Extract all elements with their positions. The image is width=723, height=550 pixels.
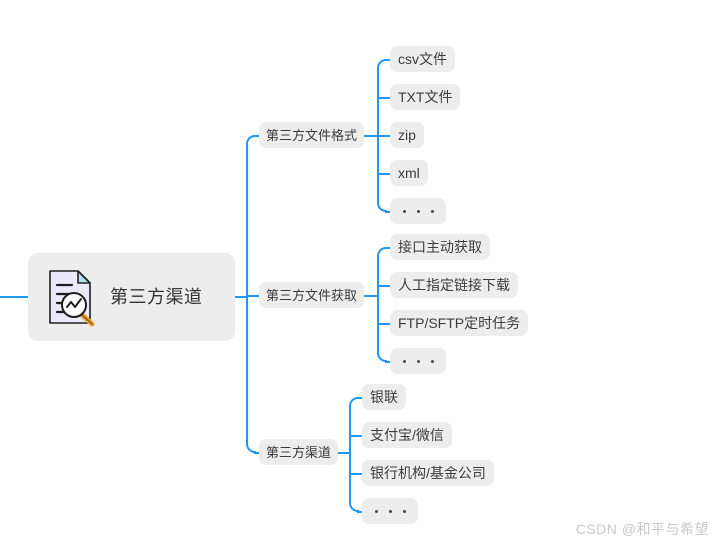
leaf-edge-1-4 <box>377 173 391 175</box>
branch-2-leaf-bracket <box>377 247 387 362</box>
leaf-edge-3-4 <box>357 511 363 513</box>
ellipsis-dot <box>402 359 406 363</box>
leaf-node-2-2-label: 人工指定链接下载 <box>398 277 510 293</box>
branch-node-2-label: 第三方文件获取 <box>266 287 358 303</box>
leaf-node-2-1-label: 接口主动获取 <box>398 239 482 255</box>
branch-3-edge <box>254 452 260 454</box>
leaf-edge-2-4 <box>385 361 391 363</box>
branch-node-2[interactable]: 第三方文件获取 <box>259 282 365 308</box>
leaf-node-2-2[interactable]: 人工指定链接下载 <box>390 272 518 298</box>
document-search-icon <box>42 267 98 327</box>
branch-node-1-label: 第三方文件格式 <box>266 127 358 143</box>
leaf-node-1-4-label: xml <box>398 165 420 181</box>
ellipsis-dot <box>388 509 392 513</box>
branch-1-outgoing-stub <box>360 135 378 137</box>
leaf-node-2-3[interactable]: FTP/SFTP定时任务 <box>390 310 529 336</box>
ellipsis-dot <box>402 209 406 213</box>
leaf-edge-2-2 <box>377 285 391 287</box>
leaf-edge-3-1 <box>357 397 363 399</box>
branch-2-outgoing-stub <box>360 295 378 297</box>
leaf-node-1-2-label: TXT文件 <box>398 89 453 105</box>
leaf-node-1-5-ellipsis[interactable] <box>390 198 446 224</box>
leaf-edge-1-3 <box>377 135 391 137</box>
branch-3-leaf-bracket <box>349 397 359 512</box>
root-node[interactable]: 第三方渠道 <box>28 253 235 341</box>
incoming-edge-stub <box>0 296 29 298</box>
branch-node-3-label: 第三方渠道 <box>266 444 332 460</box>
leaf-node-3-3[interactable]: 银行机构/基金公司 <box>362 460 494 486</box>
leaf-node-2-3-label: FTP/SFTP定时任务 <box>398 315 521 331</box>
leaf-node-2-4-ellipsis[interactable] <box>390 348 446 374</box>
ellipsis-dot <box>374 509 378 513</box>
leaf-edge-1-2 <box>377 97 391 99</box>
branch-2-edge <box>246 295 260 297</box>
branch-node-3[interactable]: 第三方渠道 <box>259 439 339 465</box>
leaf-node-3-3-label: 银行机构/基金公司 <box>370 465 486 481</box>
leaf-node-3-2[interactable]: 支付宝/微信 <box>362 422 452 448</box>
leaf-node-3-4-ellipsis[interactable] <box>362 498 418 524</box>
leaf-edge-1-5 <box>385 211 391 213</box>
leaf-node-1-2[interactable]: TXT文件 <box>390 84 461 110</box>
ellipsis-dot <box>430 359 434 363</box>
root-branch-bracket <box>246 135 256 453</box>
leaf-edge-3-2 <box>349 435 363 437</box>
leaf-edge-2-3 <box>377 323 391 325</box>
leaf-edge-1-1 <box>385 59 391 61</box>
leaf-node-1-4[interactable]: xml <box>390 160 428 186</box>
ellipsis-dot <box>416 359 420 363</box>
root-node-label: 第三方渠道 <box>110 287 203 307</box>
leaf-node-1-1-label: csv文件 <box>398 51 447 67</box>
leaf-node-3-1[interactable]: 银联 <box>362 384 406 410</box>
leaf-node-2-1[interactable]: 接口主动获取 <box>390 234 490 260</box>
branch-1-edge <box>254 135 260 137</box>
leaf-node-3-2-label: 支付宝/微信 <box>370 427 444 443</box>
leaf-edge-2-1 <box>385 247 391 249</box>
leaf-node-1-3[interactable]: zip <box>390 122 424 148</box>
leaf-node-1-3-label: zip <box>398 127 416 143</box>
branch-3-outgoing-stub <box>332 452 350 454</box>
root-outgoing-stub <box>235 296 247 298</box>
ellipsis-dot <box>430 209 434 213</box>
ellipsis-dot <box>402 509 406 513</box>
watermark: CSDN @和平与希望 <box>575 521 709 537</box>
ellipsis-dot <box>416 209 420 213</box>
leaf-node-1-1[interactable]: csv文件 <box>390 46 455 72</box>
branch-node-1[interactable]: 第三方文件格式 <box>259 122 365 148</box>
leaf-edge-3-3 <box>349 473 363 475</box>
leaf-node-3-1-label: 银联 <box>370 389 398 405</box>
